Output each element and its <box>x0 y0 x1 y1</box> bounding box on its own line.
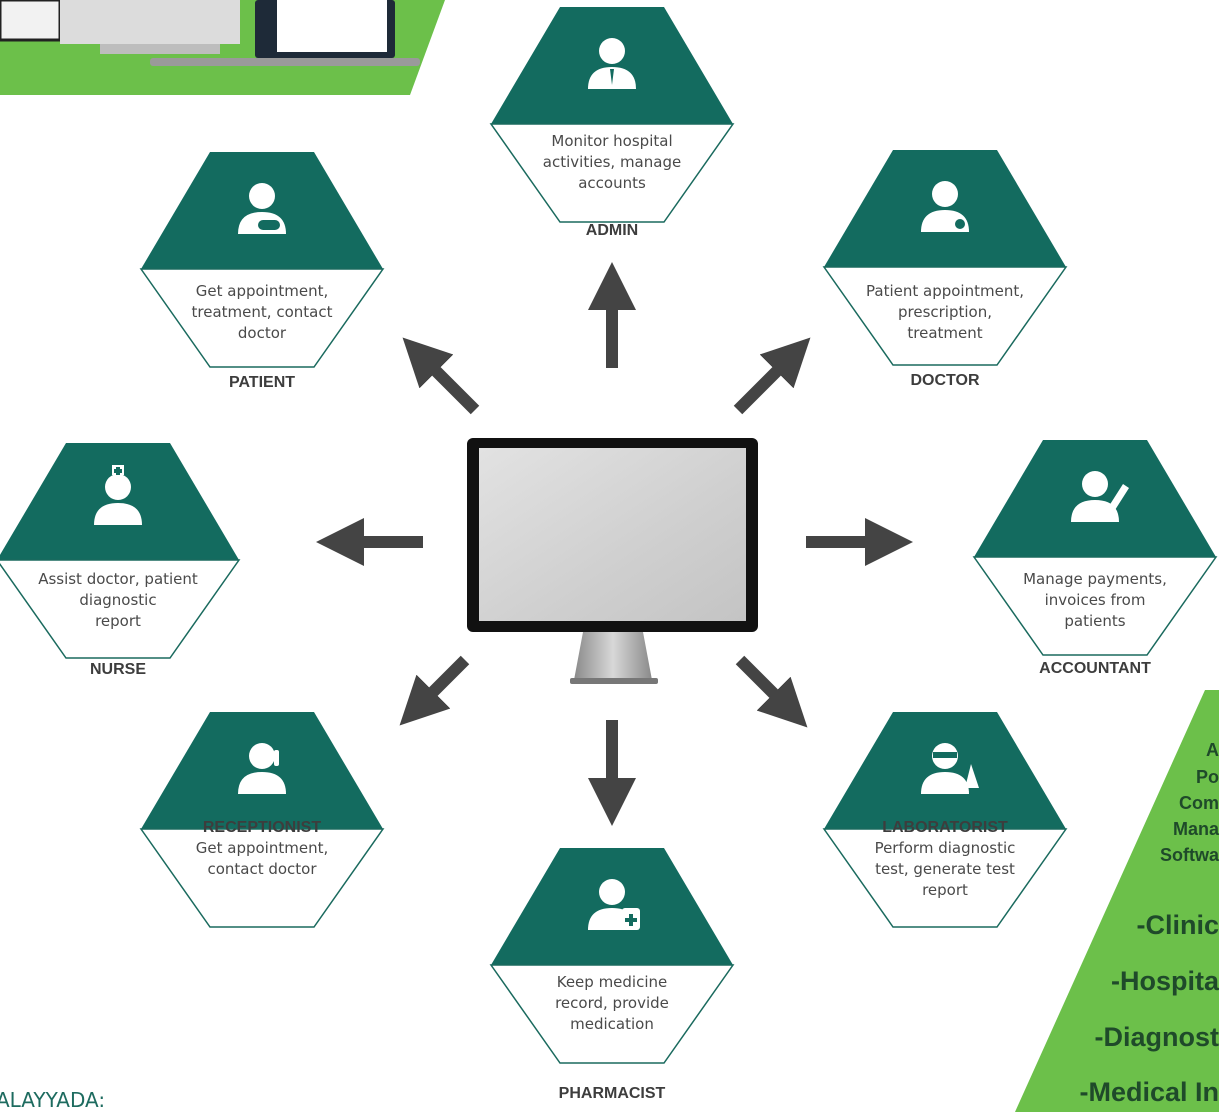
receptionist-icon <box>238 743 286 794</box>
node-doctor-line: Patient appointment, <box>866 282 1024 300</box>
node-pharmacist-title: PHARMACIST <box>558 1085 666 1102</box>
node-accountant-body <box>972 556 1218 656</box>
node-admin-line: accounts <box>578 174 646 192</box>
node-admin-title: ADMIN <box>585 222 639 239</box>
node-doctor-title: DOCTOR <box>910 372 980 389</box>
node-laboratorist-description: Perform diagnostic test, generate test rep… <box>855 838 1035 901</box>
node-nurse-header <box>0 443 239 560</box>
node-accountant-title: ACCOUNTANT <box>1039 660 1151 677</box>
pharmacist-icon <box>588 879 640 930</box>
node-pharmacist-line: Keep medicine <box>556 973 668 991</box>
promo-line-small: A <box>1206 740 1219 760</box>
nurse-icon <box>94 465 142 525</box>
corner-text: ALAYYADA: <box>0 1088 106 1112</box>
node-nurse-title: NURSE <box>89 661 146 678</box>
node-nurse-line: Assist doctor, patient <box>38 570 198 588</box>
node-patient-line: doctor <box>237 324 287 342</box>
node-pharmacist-header <box>491 848 733 965</box>
node-nurse-line: diagnostic <box>79 591 157 609</box>
node-pharmacist-line: record, provide <box>555 994 669 1012</box>
node-receptionist-body <box>139 828 385 928</box>
node-receptionist-line: contact doctor <box>207 860 317 878</box>
arrow-to-laboratorist <box>735 655 808 728</box>
promo-line-large: -Medical In <box>1079 1077 1219 1107</box>
node-laboratorist-line: report <box>922 881 968 899</box>
promo-line-large: -Hospita <box>1111 966 1219 996</box>
promo-line-small: Softwa <box>1159 845 1219 865</box>
node-laboratorist-line: test, generate test <box>875 860 1015 878</box>
node-laboratorist-title: LABORATORIST <box>882 819 1008 836</box>
monitor-screen <box>479 448 746 621</box>
promo-green-panel <box>1015 690 1219 1112</box>
node-patient-body <box>139 268 385 368</box>
node-admin-line: activities, manage <box>542 153 682 171</box>
node-doctor-line: treatment <box>907 324 983 342</box>
node-doctor-description: Patient appointment, prescription, treatme… <box>855 281 1035 344</box>
node-receptionist-description: Get appointment, contact doctor <box>172 838 352 880</box>
node-patient-line: Get appointment, <box>195 282 329 300</box>
node-admin-header <box>491 7 733 124</box>
admin-icon <box>588 38 636 89</box>
node-nurse-line: report <box>95 612 141 630</box>
node-admin-description: Monitor hospital activities, manage accoun… <box>522 131 702 194</box>
node-accountant-header <box>974 440 1216 557</box>
node-receptionist-line: Get appointment, <box>195 839 329 857</box>
node-receptionist-title: RECEPTIONIST <box>202 819 322 836</box>
accountant-icon <box>1071 471 1129 522</box>
promo-line-small: Com <box>1179 793 1219 813</box>
node-patient-title: PATIENT <box>228 374 296 391</box>
node-nurse-body <box>0 559 241 659</box>
node-laboratorist-header <box>824 712 1066 829</box>
node-doctor-line: prescription, <box>897 303 992 321</box>
doctor-icon <box>921 181 969 232</box>
node-pharmacist-description: Keep medicine record, provide medication <box>522 972 702 1035</box>
promo-line-large: -Clinic <box>1136 910 1219 940</box>
promo-line-small: Po <box>1195 767 1219 787</box>
node-pharmacist-line: medication <box>570 1015 654 1033</box>
node-admin-body <box>489 123 735 223</box>
node-accountant-line: patients <box>1064 612 1126 630</box>
banner-devices-image <box>0 0 420 66</box>
arrow-to-doctor <box>733 337 811 415</box>
node-doctor-body <box>822 266 1068 366</box>
promo-line-small: Mana <box>1172 819 1219 839</box>
node-doctor-header <box>824 150 1066 267</box>
arrow-to-patient <box>402 337 480 415</box>
node-accountant-line: Manage payments, <box>1023 570 1167 588</box>
node-accountant-description: Manage payments, invoices from patients <box>1005 569 1185 632</box>
node-nurse-description: Assist doctor, patient diagnostic report <box>28 569 208 632</box>
monitor-base <box>570 678 658 684</box>
node-laboratorist-line: Perform diagnostic <box>874 839 1016 857</box>
node-patient-description: Get appointment, treatment, contact doctor <box>172 281 352 344</box>
node-laboratorist-body <box>822 828 1068 928</box>
laboratorist-icon <box>921 743 979 794</box>
node-pharmacist-body <box>489 964 735 1064</box>
node-accountant-line: invoices from <box>1044 591 1146 609</box>
patient-icon <box>238 183 286 234</box>
node-patient-line: treatment, contact <box>191 303 333 321</box>
node-admin-line: Monitor hospital <box>551 132 673 150</box>
node-patient-header <box>141 152 383 269</box>
node-receptionist-header <box>141 712 383 829</box>
promo-line-large: -Diagnost <box>1094 1022 1219 1052</box>
monitor-neck <box>574 632 652 680</box>
arrow-to-receptionist <box>399 655 470 726</box>
